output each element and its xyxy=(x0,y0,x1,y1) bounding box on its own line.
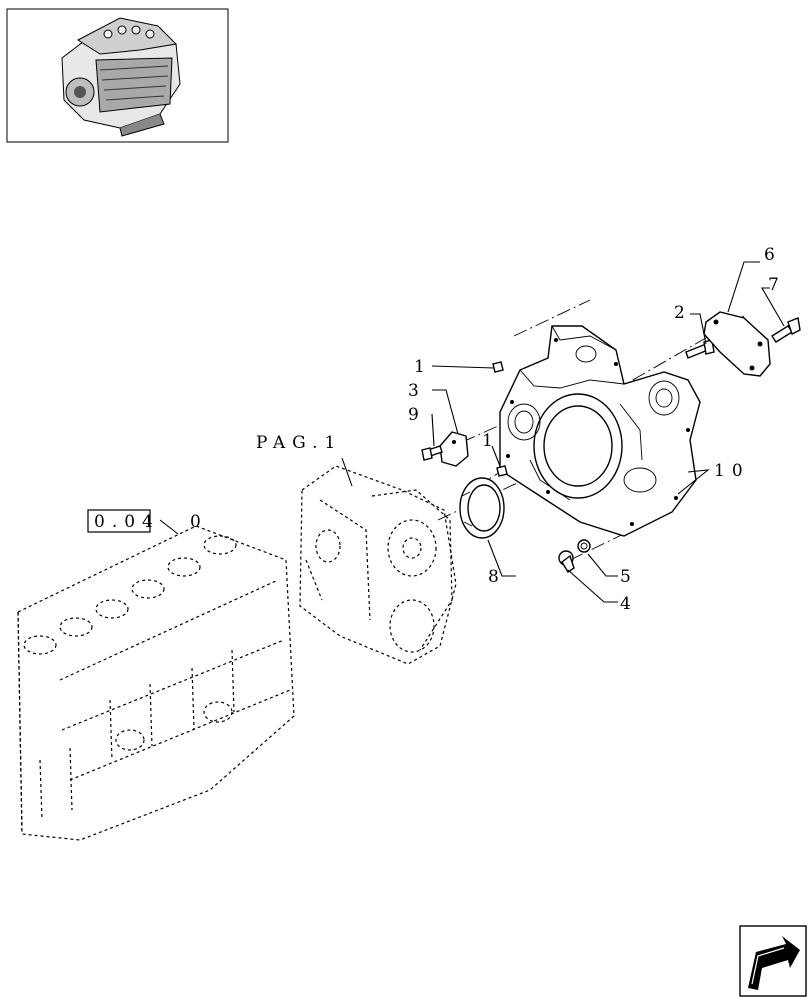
next-page-arrow-icon xyxy=(748,936,800,990)
cover-plate-3 xyxy=(439,431,469,467)
flywheel-housing xyxy=(499,325,701,537)
callout-6[interactable]: 6 xyxy=(764,245,775,265)
plug-4 xyxy=(558,550,575,573)
cover-plate-6 xyxy=(703,311,771,377)
callout-8[interactable]: 8 xyxy=(488,567,499,587)
engine-thumbnail-icon xyxy=(61,17,181,137)
seal-ring-8 xyxy=(459,477,505,539)
reference-suffix: 0 xyxy=(190,512,201,532)
reference-box[interactable]: 0.04 xyxy=(87,509,160,533)
leader-lines xyxy=(159,261,785,603)
washer-5 xyxy=(577,539,591,553)
callout-1-upper[interactable]: 1 xyxy=(414,357,425,377)
callout-2[interactable]: 2 xyxy=(674,303,685,323)
bolt-7 xyxy=(771,317,801,343)
bolt-9 xyxy=(421,445,443,461)
callout-7[interactable]: 7 xyxy=(768,275,779,295)
callout-1-lower[interactable]: 1 xyxy=(482,431,493,451)
callout-9[interactable]: 9 xyxy=(408,405,419,425)
page-reference-pag[interactable]: PAG.1 xyxy=(256,433,342,453)
callout-4[interactable]: 4 xyxy=(620,594,631,614)
callout-3[interactable]: 3 xyxy=(408,381,419,401)
callout-10[interactable]: 10 xyxy=(714,461,750,481)
reference-box-label: 0.04 xyxy=(94,512,160,532)
plug-1-upper xyxy=(492,361,504,373)
gear-housing xyxy=(299,465,457,665)
next-page-arrow-button[interactable] xyxy=(739,925,807,997)
plug-1-lower xyxy=(496,465,508,477)
cylinder-block xyxy=(17,525,295,841)
callout-5[interactable]: 5 xyxy=(620,567,631,587)
engine-thumbnail[interactable] xyxy=(6,8,229,143)
callouts: 1 1 2 3 4 5 6 7 8 9 10 xyxy=(408,245,779,614)
cylinder-bores xyxy=(23,535,237,655)
bolt-2 xyxy=(685,339,715,359)
